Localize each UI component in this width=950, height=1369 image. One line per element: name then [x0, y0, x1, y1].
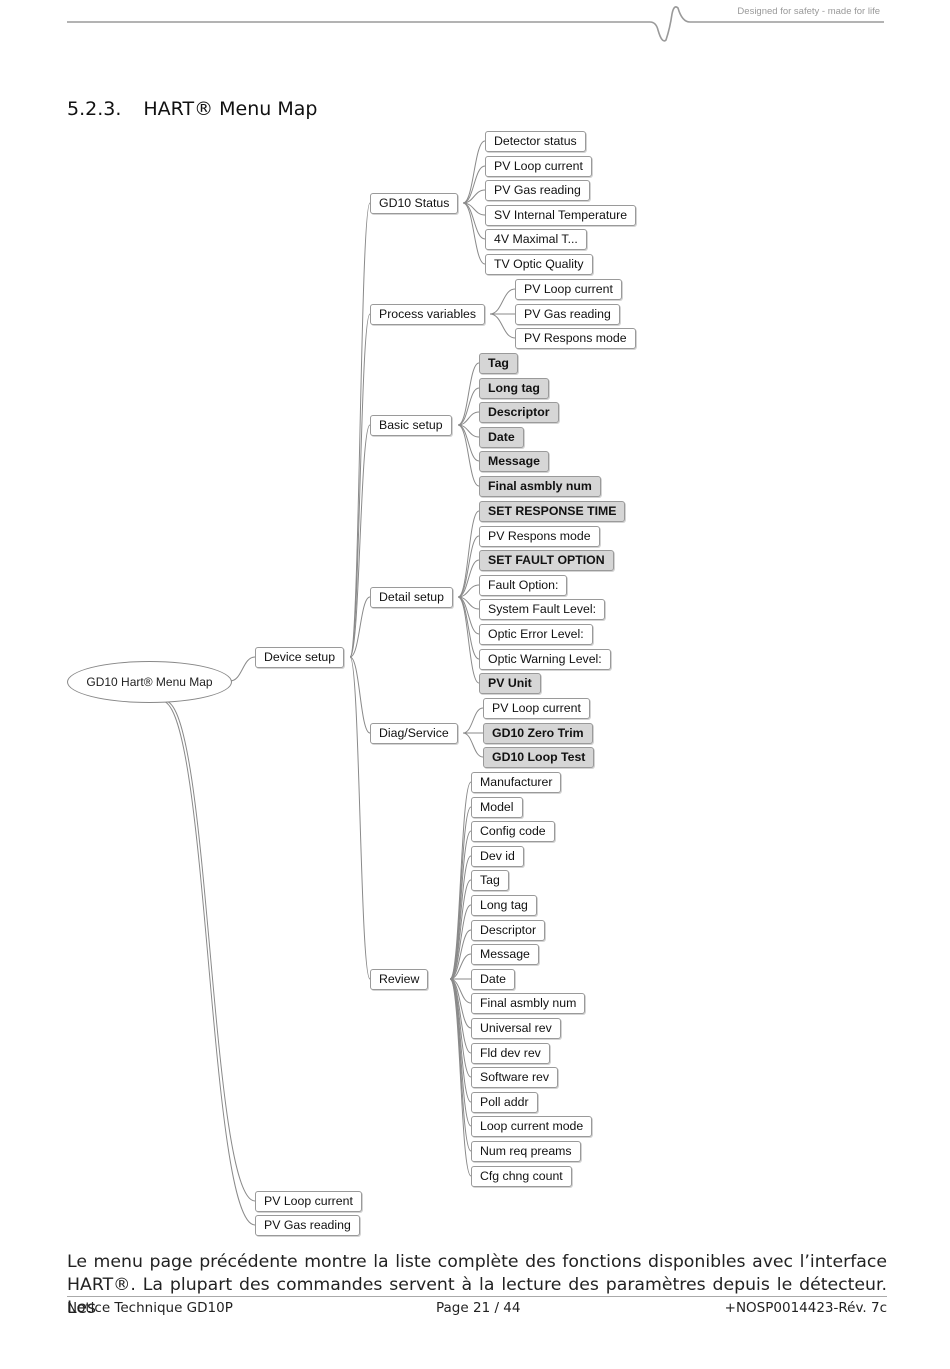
body-paragraph: Le menu page précédente montre la liste …: [67, 1252, 887, 1318]
menu-item-review-descriptor[interactable]: Descriptor: [471, 920, 546, 941]
menu-item-basic-setup-tag[interactable]: Tag: [479, 353, 518, 374]
menu-item-detail-setup-pv-unit[interactable]: PV Unit: [479, 673, 541, 694]
footer-right: +NOSP0014423-Rév. 7c: [724, 1300, 887, 1316]
menu-detail-setup[interactable]: Detail setup: [370, 587, 453, 608]
menu-item-process-variables-pv-gas-reading[interactable]: PV Gas reading: [515, 304, 620, 325]
menu-item-gd10-status-4v-maximal-t[interactable]: 4V Maximal T...: [485, 229, 587, 250]
menu-item-review-long-tag[interactable]: Long tag: [471, 895, 537, 916]
menu-item-review-tag[interactable]: Tag: [471, 870, 509, 891]
menu-item-detail-setup-pv-respons-mode[interactable]: PV Respons mode: [479, 526, 600, 547]
menu-basic-setup[interactable]: Basic setup: [370, 415, 452, 436]
menu-root-pv-loop-current[interactable]: PV Loop current: [255, 1191, 362, 1212]
footer-page-number: Page 21 / 44: [436, 1300, 521, 1316]
section-title: HART® Menu Map: [143, 98, 318, 120]
menu-item-review-software-rev[interactable]: Software rev: [471, 1067, 559, 1088]
menu-item-gd10-status-tv-optic-quality[interactable]: TV Optic Quality: [485, 254, 593, 275]
menu-device-setup[interactable]: Device setup: [255, 647, 345, 668]
menu-item-detail-setup-system-fault-level[interactable]: System Fault Level:: [479, 599, 605, 620]
menu-item-basic-setup-message[interactable]: Message: [479, 451, 549, 472]
menu-item-gd10-status-sv-internal-temperature[interactable]: SV Internal Temperature: [485, 205, 637, 226]
menu-item-review-poll-addr[interactable]: Poll addr: [471, 1092, 538, 1113]
menu-item-gd10-status-pv-gas-reading[interactable]: PV Gas reading: [485, 180, 590, 201]
section-number: 5.2.3.: [67, 98, 122, 120]
menu-item-review-cfg-chng-count[interactable]: Cfg chng count: [471, 1166, 572, 1187]
menu-item-review-message[interactable]: Message: [471, 944, 539, 965]
menu-gd10-status[interactable]: GD10 Status: [370, 193, 459, 214]
menu-item-basic-setup-long-tag[interactable]: Long tag: [479, 378, 549, 399]
menu-item-diag-service-pv-loop-current[interactable]: PV Loop current: [483, 698, 590, 719]
footer-left: Notice Technique GD10P: [67, 1300, 233, 1316]
menu-item-review-universal-rev[interactable]: Universal rev: [471, 1018, 561, 1039]
menu-root[interactable]: GD10 Hart® Menu Map: [67, 661, 232, 703]
menu-item-review-model[interactable]: Model: [471, 797, 523, 818]
hart-menu-map: GD10 Hart® Menu Map Device setup PV Loop…: [67, 131, 637, 1236]
menu-item-basic-setup-descriptor[interactable]: Descriptor: [479, 402, 559, 423]
menu-item-review-date[interactable]: Date: [471, 969, 515, 990]
menu-item-process-variables-pv-respons-mode[interactable]: PV Respons mode: [515, 328, 636, 349]
menu-item-detail-setup-optic-warning-level[interactable]: Optic Warning Level:: [479, 649, 611, 670]
header-tagline: Designed for safety - made for life: [737, 6, 880, 17]
menu-item-detail-setup-set-fault-option[interactable]: SET FAULT OPTION: [479, 550, 614, 571]
menu-item-diag-service-gd10-loop-test[interactable]: GD10 Loop Test: [483, 747, 595, 768]
menu-item-gd10-status-detector-status[interactable]: Detector status: [485, 131, 586, 152]
menu-root-pv-gas-reading[interactable]: PV Gas reading: [255, 1215, 360, 1236]
menu-process-variables[interactable]: Process variables: [370, 304, 486, 325]
header-rule: [67, 6, 884, 42]
menu-map-connectors: [161, 140, 516, 1226]
menu-item-basic-setup-date[interactable]: Date: [479, 427, 524, 448]
menu-item-review-final-asmbly-num[interactable]: Final asmbly num: [471, 993, 586, 1014]
menu-item-review-loop-current-mode[interactable]: Loop current mode: [471, 1116, 593, 1137]
menu-item-review-dev-id[interactable]: Dev id: [471, 846, 524, 867]
menu-item-process-variables-pv-loop-current[interactable]: PV Loop current: [515, 279, 622, 300]
menu-item-detail-setup-optic-error-level[interactable]: Optic Error Level:: [479, 624, 593, 645]
menu-item-review-config-code[interactable]: Config code: [471, 821, 555, 842]
menu-item-gd10-status-pv-loop-current[interactable]: PV Loop current: [485, 156, 592, 177]
menu-item-detail-setup-set-response-time[interactable]: SET RESPONSE TIME: [479, 501, 626, 522]
menu-item-basic-setup-final-asmbly-num[interactable]: Final asmbly num: [479, 476, 601, 497]
section-heading: 5.2.3. HART® Menu Map: [67, 98, 317, 120]
menu-item-review-manufacturer[interactable]: Manufacturer: [471, 772, 562, 793]
menu-item-review-num-req-preams[interactable]: Num req preams: [471, 1141, 581, 1162]
menu-item-detail-setup-fault-option[interactable]: Fault Option:: [479, 575, 568, 596]
menu-diag-service[interactable]: Diag/Service: [370, 723, 458, 744]
footer-rule: [67, 1296, 887, 1297]
menu-review[interactable]: Review: [370, 969, 429, 990]
menu-item-diag-service-gd10-zero-trim[interactable]: GD10 Zero Trim: [483, 723, 593, 744]
menu-item-review-fld-dev-rev[interactable]: Fld dev rev: [471, 1043, 550, 1064]
